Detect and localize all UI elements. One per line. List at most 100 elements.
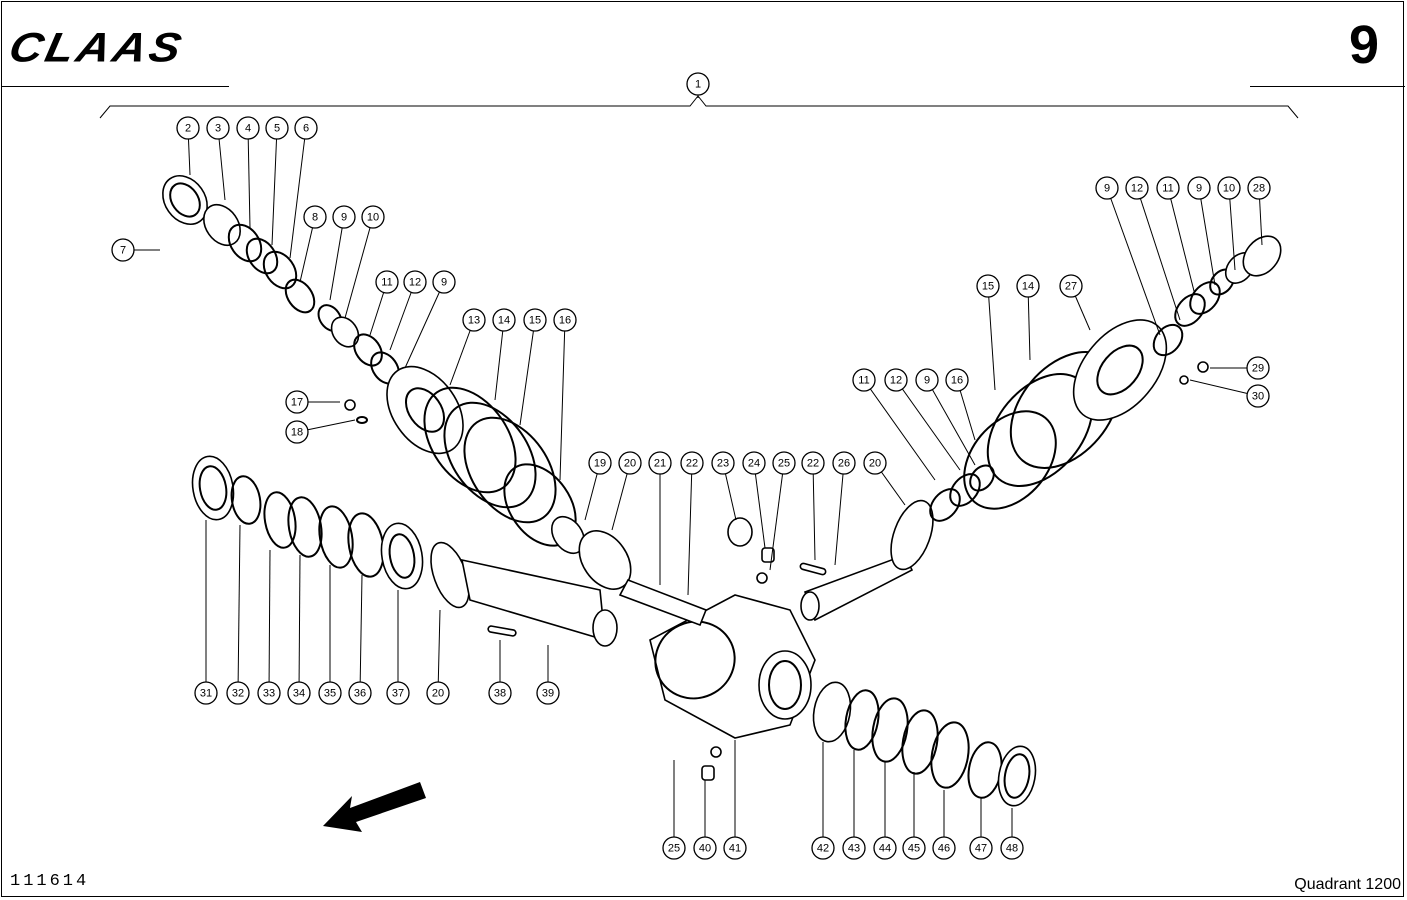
- callout-number: 6: [303, 123, 309, 135]
- right-upper-stack: [929, 235, 1282, 522]
- callout-40: 40: [693, 780, 717, 860]
- callout-number: 15: [982, 281, 994, 293]
- callout-number: 38: [494, 688, 506, 700]
- callout-number: 10: [1223, 183, 1235, 195]
- callout-10: 10: [1217, 176, 1241, 271]
- callout-33: 33: [257, 549, 281, 705]
- callout-25: 25: [769, 451, 796, 571]
- callout-number: 45: [908, 843, 920, 855]
- direction-arrow: [323, 782, 426, 832]
- callout-leader: [769, 462, 785, 571]
- callout-number: 40: [699, 843, 711, 855]
- callout-leader: [289, 127, 307, 259]
- callout-15: 15: [519, 308, 547, 426]
- callout-leader: [389, 281, 416, 351]
- left-upper-stack: [162, 175, 400, 385]
- callout-44: 44: [873, 762, 897, 860]
- callout-number: 5: [274, 123, 280, 135]
- callout-leader: [519, 319, 536, 426]
- callout-circle: [618, 451, 642, 475]
- callout-9: 9: [1095, 176, 1161, 336]
- callout-number: 16: [559, 315, 571, 327]
- callout-7: 7: [111, 238, 160, 262]
- callout-leader: [895, 379, 961, 471]
- callout-23: 23: [711, 451, 737, 521]
- callout-number: 14: [498, 315, 510, 327]
- callout-number: 32: [232, 688, 244, 700]
- callout-leader: [237, 524, 241, 694]
- callout-leader: [926, 379, 976, 466]
- callout-number: 15: [529, 315, 541, 327]
- callout-22: 22: [801, 451, 825, 561]
- callout-leader: [1167, 187, 1196, 296]
- callout-number: 17: [291, 397, 303, 409]
- callout-number: 30: [1252, 391, 1264, 403]
- callout-10: 10: [344, 205, 385, 319]
- callout-number: 8: [312, 212, 318, 224]
- callout-circle: [1016, 274, 1040, 298]
- callout-number: 48: [1006, 843, 1018, 855]
- callout-45: 45: [902, 772, 926, 860]
- callout-circle: [801, 451, 825, 475]
- callout-26: 26: [832, 451, 856, 566]
- callout-number: 36: [354, 688, 366, 700]
- callout-11: 11: [1156, 176, 1196, 296]
- callout-8: 8: [299, 205, 327, 283]
- callout-circle: [832, 451, 856, 475]
- callout-number: 34: [293, 688, 305, 700]
- callout-2: 2: [176, 116, 200, 176]
- callout-leader: [812, 462, 816, 561]
- callout-circle: [285, 390, 309, 414]
- callout-42: 42: [811, 742, 835, 860]
- callout-18: 18: [285, 419, 356, 444]
- left-gear-shaft: [430, 541, 618, 647]
- callout-leader: [1228, 187, 1236, 271]
- callout-20: 20: [863, 451, 906, 506]
- callout-25: 25: [662, 760, 686, 860]
- callout-leader: [1136, 187, 1181, 321]
- callout-leader: [687, 462, 693, 596]
- callout-31: 31: [194, 520, 218, 705]
- callout-circle: [873, 836, 897, 860]
- callout-circle: [945, 368, 969, 392]
- callout-number: 9: [1104, 183, 1110, 195]
- callout-number: 42: [817, 843, 829, 855]
- callout-circle: [588, 451, 612, 475]
- callout-4: 4: [236, 116, 260, 229]
- callout-leader: [344, 216, 374, 319]
- right-gear-shaft: [800, 499, 934, 622]
- callout-9: 9: [404, 270, 456, 369]
- callout-circle: [915, 368, 939, 392]
- callout-13: 13: [449, 308, 486, 386]
- callout-3: 3: [206, 116, 230, 201]
- model-name: Quadrant 1200: [1294, 876, 1401, 893]
- callout-number: 31: [200, 688, 212, 700]
- callout-29: 29: [1210, 356, 1270, 380]
- callout-number: 12: [409, 277, 421, 289]
- callout-circle: [1246, 356, 1270, 380]
- callout-circle: [693, 836, 717, 860]
- callout-circle: [523, 308, 547, 332]
- callout-circle: [176, 116, 200, 140]
- callout-30: 30: [1189, 379, 1270, 408]
- document-id: 111614: [10, 872, 90, 891]
- callout-circle: [1217, 176, 1241, 200]
- callout-number: 37: [392, 688, 404, 700]
- assembly-bracket: [99, 95, 1299, 119]
- callout-number: 3: [215, 123, 221, 135]
- callout-11: 11: [369, 270, 399, 336]
- callout-number: 22: [686, 458, 698, 470]
- callout-6: 6: [289, 116, 318, 259]
- callout-leader: [329, 216, 345, 301]
- callout-circle: [852, 368, 876, 392]
- callout-circle: [432, 270, 456, 294]
- callout-circle: [403, 270, 427, 294]
- callout-circle: [723, 836, 747, 860]
- callout-number: 2: [185, 123, 191, 135]
- callout-36: 36: [348, 574, 372, 705]
- callout-12: 12: [884, 368, 961, 471]
- callout-number: 11: [858, 375, 869, 387]
- callout-24: 24: [742, 451, 766, 549]
- callout-circle: [884, 368, 908, 392]
- callout-34: 34: [287, 554, 311, 705]
